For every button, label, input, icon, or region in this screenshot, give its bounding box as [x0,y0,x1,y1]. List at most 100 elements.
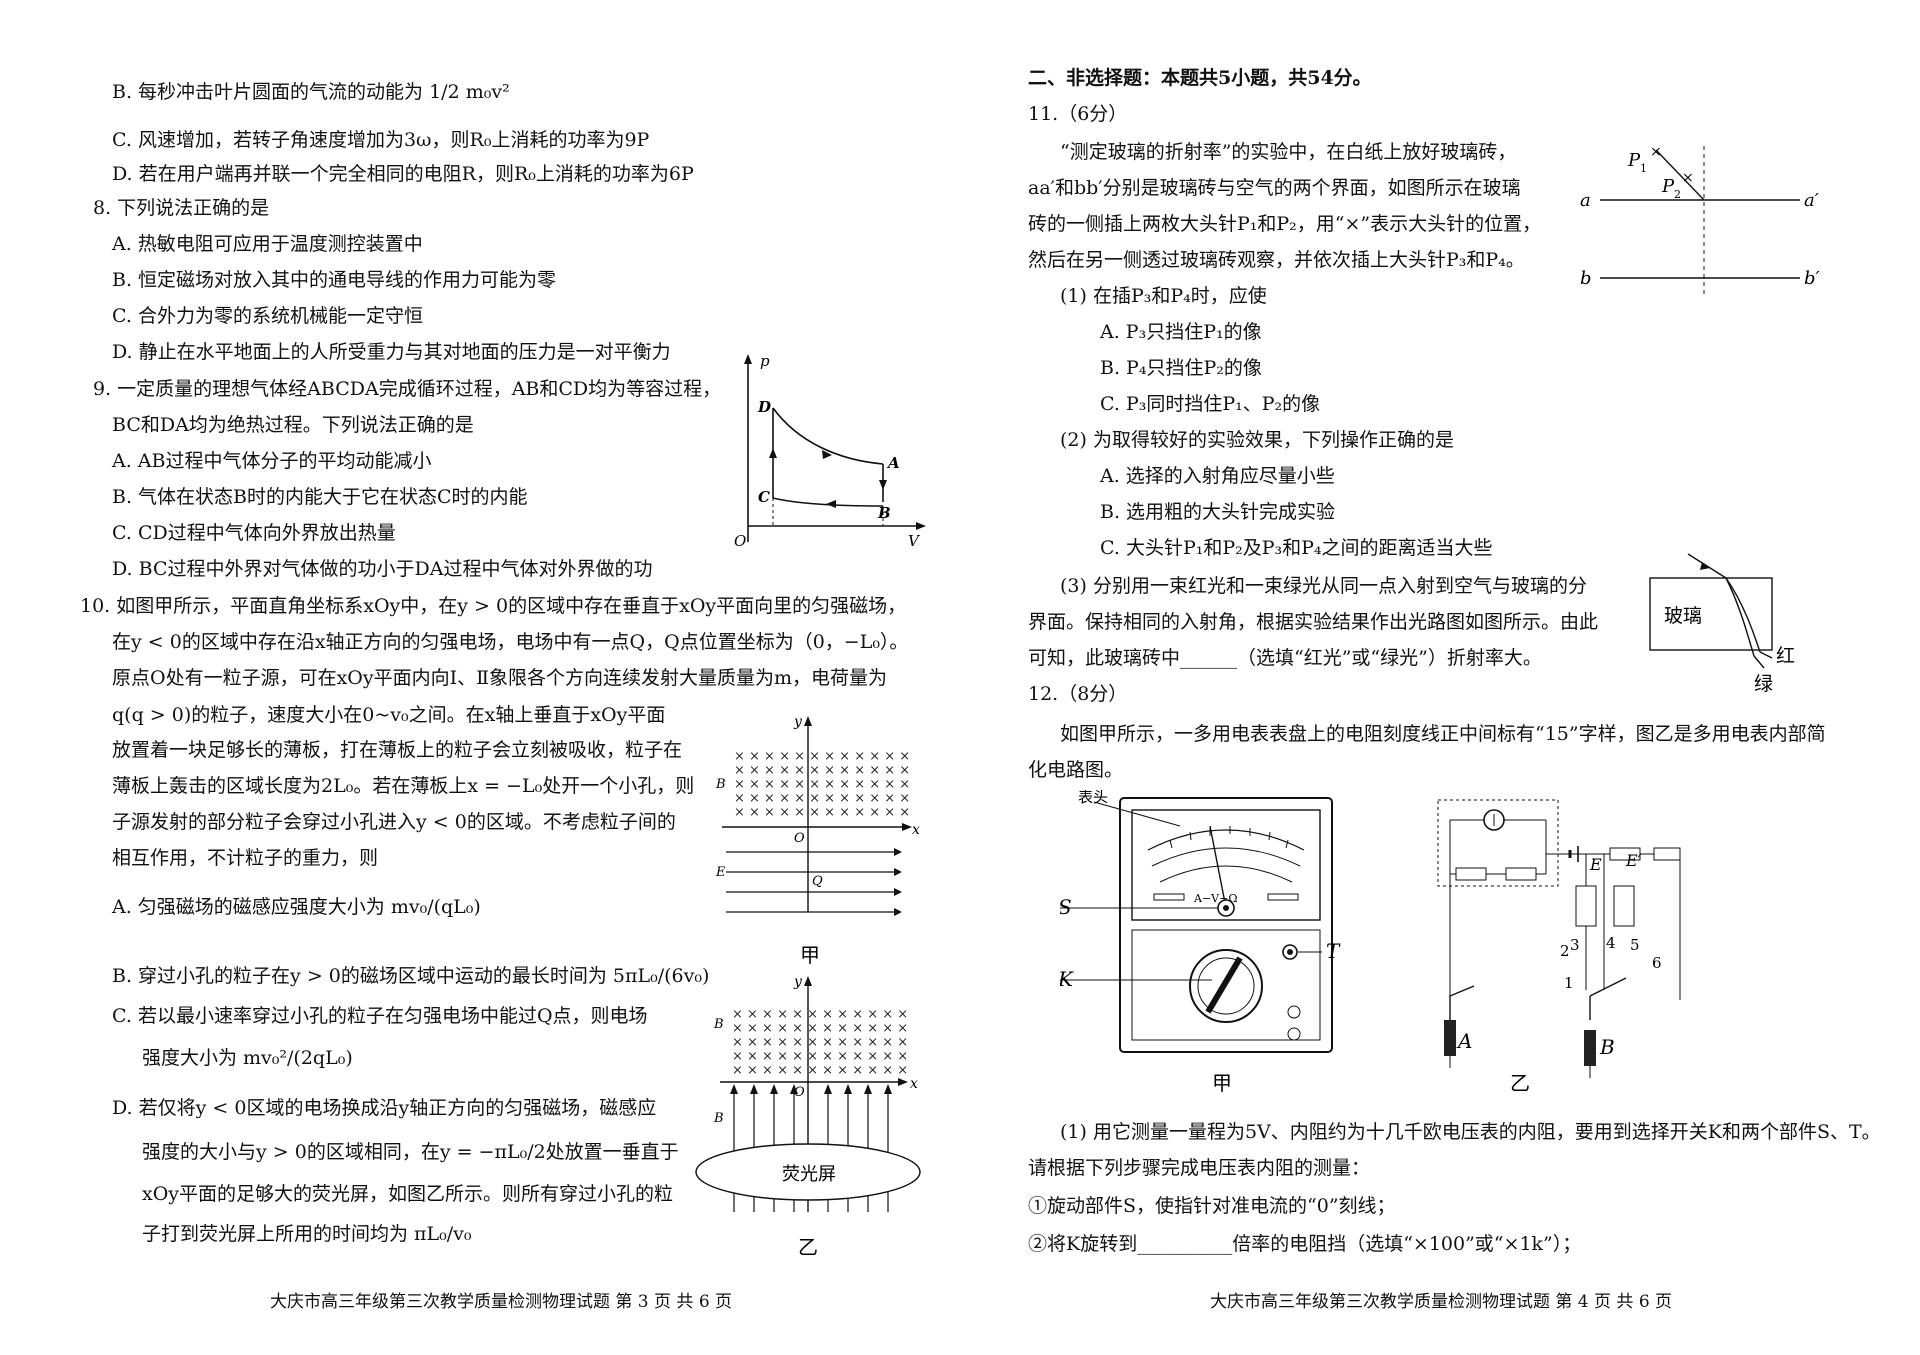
q9-stem-line2: BC和DA均为绝热过程。下列说法正确的是 [112,414,474,436]
part-s-label: S [1060,895,1072,919]
svg-text:6: 6 [1652,954,1662,972]
svg-text:× × × × × × × × × × × ×: × × × × × × × × × × × × [734,763,910,778]
fig-yi-label: 乙 [798,1235,818,1259]
svg-text:V: V [908,532,921,550]
svg-text:b: b [1580,268,1592,289]
q10-option-b: B. 穿过小孔的粒子在y > 0的磁场区域中运动的最长时间为 5πL₀/(6v₀… [112,965,710,987]
svg-text:× × × × × × × × × × × ×: × × × × × × × × × × × × [732,1063,908,1078]
q7-option-d: D. 若在用户端再并联一个完全相同的电阻R，则R₀上消耗的功率为6P [112,163,694,185]
q10-stem-line5: 放置着一块足够长的薄板，打在薄板上的粒子会立刻被吸收，粒子在 [112,739,683,761]
svg-text:×: × [1682,170,1694,186]
svg-text:Q: Q [812,874,823,889]
q9-option-b: B. 气体在状态B时的内能大于它在状态C时的内能 [112,486,528,508]
svg-text:P: P [1627,150,1641,171]
q10-figure-yi: y × × × × × × × × × × × × × × × × × × × … [688,972,928,1267]
q11-stem-line4: 然后在另一侧透过玻璃砖观察，并依次插上大头针P₃和P₄。 [1028,249,1525,271]
q12-heading: 12.（8分） [1028,683,1128,705]
q12-step2: ②将K旋转到__________倍率的电阻挡（选填“×100”或“×1k”）； [1028,1233,1582,1255]
q10-option-d: D. 若仅将y < 0区域的电场换成沿y轴正方向的匀强磁场，磁感应 [112,1097,657,1119]
page-footer-left: 大庆市高三年级第三次教学质量检测物理试题 第 3 页 共 6 页 [270,1292,733,1312]
svg-text:a′: a′ [1804,190,1819,211]
q10-option-a: A. 匀强磁场的磁感应强度大小为 mv₀/(qL₀) [112,896,481,918]
red-label: 红 [1776,645,1795,667]
q10-option-c: C. 若以最小速率穿过小孔的粒子在匀强电场中能过Q点，则电场 [112,1005,648,1027]
q9-option-c: C. CD过程中气体向外界放出热量 [112,522,396,544]
svg-text:P: P [1661,176,1675,197]
svg-text:x: x [912,822,920,838]
svg-text:5: 5 [1630,936,1640,954]
q11-stem-line1: “测定玻璃的折射率”的实验中，在白纸上放好玻璃砖， [1060,141,1517,163]
light-path-diagram: 玻璃 红 绿 [1640,550,1800,705]
svg-text:y: y [793,714,803,730]
q12-stem-line1: 如图甲所示，一多用电表表盘上的电阻刻度线正中间标有“15”字样，图乙是多用电表内… [1060,723,1826,745]
svg-text:a: a [1580,190,1591,211]
fig-jia-label: 甲 [800,943,820,967]
svg-text:× × × × × × × × × × × ×: × × × × × × × × × × × × [732,1035,908,1050]
svg-text:2: 2 [1560,942,1570,960]
svg-text:B: B [877,504,891,522]
q8-option-c: C. 合外力为零的系统机械能一定守恒 [112,305,423,327]
q10-stem-line7: 子源发射的部分粒子会穿过小孔进入y < 0的区域。不考虑粒子间的 [112,811,676,833]
q11-sub1-b: B. P₄只挡住P₂的像 [1100,357,1262,379]
fig-jia-label-right: 甲 [1212,1071,1232,1095]
svg-text:×: × [1650,144,1662,160]
svg-text:4: 4 [1606,934,1616,952]
svg-text:A: A [886,454,900,472]
svg-text:O: O [794,1085,805,1100]
pv-diagram: p V O D A C B [728,352,928,557]
svg-text:O: O [734,532,746,550]
svg-text:2: 2 [1674,188,1681,201]
battery-e-label: E [1589,855,1602,874]
multimeter-figure-jia: A−V−Ω 表头 S K T 甲 [1057,788,1350,1105]
meter-head-label: 表头 [1078,790,1108,806]
q10-stem-line3: 原点O处有一粒子源，可在xOy平面内向Ⅰ、Ⅱ象限各个方向连续发射大量质量为m，电… [112,667,888,689]
svg-text:p: p [760,352,770,370]
q8-option-b: B. 恒定磁场对放入其中的通电导线的作用力可能为零 [112,269,557,291]
q10-stem-line4: q(q > 0)的粒子，速度大小在0~v₀之间。在x轴上垂直于xOy平面 [112,704,666,726]
q8-option-a: A. 热敏电阻可应用于温度测控装置中 [112,233,423,255]
q11-stem-line3: 砖的一侧插上两枚大头针P₁和P₂，用“×”表示大头针的位置， [1028,213,1542,235]
q8-option-d: D. 静止在水平地面上的人所受重力与其对地面的压力是一对平衡力 [112,341,671,363]
svg-text:× × × × × × × × × × × ×: × × × × × × × × × × × × [734,805,910,820]
q11-sub2-a: A. 选择的入射角应尽量小些 [1100,465,1335,487]
fig-yi-label-right: 乙 [1510,1071,1530,1095]
svg-text:1: 1 [1564,974,1574,992]
svg-text:E: E [715,865,726,880]
svg-text:B: B [715,777,726,792]
q11-sub2: (2) 为取得较好的实验效果，下列操作正确的是 [1060,429,1454,451]
svg-text:1: 1 [1640,162,1647,175]
q11-sub1: (1) 在插P₃和P₄时，应使 [1060,285,1267,307]
q8-stem: 8. 下列说法正确的是 [93,197,270,219]
svg-text:× × × × × × × × × × × ×: × × × × × × × × × × × × [734,749,910,764]
q11-sub3-line2: 界面。保持相同的入射角，根据实验结果作出光路图如图所示。由此 [1028,611,1599,633]
q7-option-b: B. 每秒冲击叶片圆面的气流的动能为 1/2 m₀v² [112,81,510,103]
probe-b-label: B [1599,1035,1615,1059]
svg-text:× × × × × × × × × × × ×: × × × × × × × × × × × × [732,1049,908,1064]
left-page: B. 每秒冲击叶片圆面的气流的动能为 1/2 m₀v² C. 风速增加，若转子角… [80,81,928,1312]
svg-text:b′: b′ [1804,268,1820,289]
q11-heading: 11.（6分） [1028,103,1128,125]
q10-option-d-cont3: 子打到荧光屏上所用的时间均为 πL₀/v₀ [142,1223,472,1245]
svg-text:× × × × × × × × × × × ×: × × × × × × × × × × × × [732,1021,908,1036]
q9-option-d: D. BC过程中外界对气体做的功小于DA过程中气体对外界做的功 [112,558,653,580]
q10-stem-line1: 10. 如图甲所示，平面直角坐标系xOy中，在y > 0的区域中存在垂直于xOy… [80,595,907,617]
battery-e-prime-label: E′ [1625,851,1642,870]
svg-text:x: x [910,1076,918,1092]
part-t-label: T [1326,939,1341,963]
q12-stem-line2: 化电路图。 [1028,759,1124,781]
svg-text:B: B [713,1017,724,1032]
svg-text:C: C [758,488,770,506]
q12-sub1-line1: (1) 用它测量一量程为5V、内阻约为十几千欧电压表的内阻，要用到选择开关K和两… [1060,1121,1881,1143]
right-page: 二、非选择题：本题共5小题，共54分。 11.（6分） “测定玻璃的折射率”的实… [960,0,1920,1355]
q10-figure-jia: y × × × × × × × × × × × × × × × × × × × … [708,712,928,977]
q10-option-c-cont: 强度大小为 mv₀²/(2qL₀) [142,1047,353,1069]
svg-text:× × × × × × × × × × × ×: × × × × × × × × × × × × [732,1007,908,1022]
q12-step1: ①旋动部件S，使指针对准电流的“0”刻线； [1028,1195,1396,1217]
q10-stem-line8: 相互作用，不计粒子的重力，则 [112,847,379,869]
page-footer-right: 大庆市高三年级第三次教学质量检测物理试题 第 4 页 共 6 页 [1210,1292,1673,1312]
q10-option-d-cont1: 强度的大小与y > 0的区域相同，在y = −πL₀/2处放置一垂直于 [142,1141,679,1163]
q11-sub3-line1: (3) 分别用一束红光和一束绿光从同一点入射到空气与玻璃的分 [1060,575,1587,597]
svg-text:B: B [713,1111,724,1126]
q12-sub1-line2: 请根据下列步骤完成电压表内阻的测量： [1028,1157,1371,1179]
